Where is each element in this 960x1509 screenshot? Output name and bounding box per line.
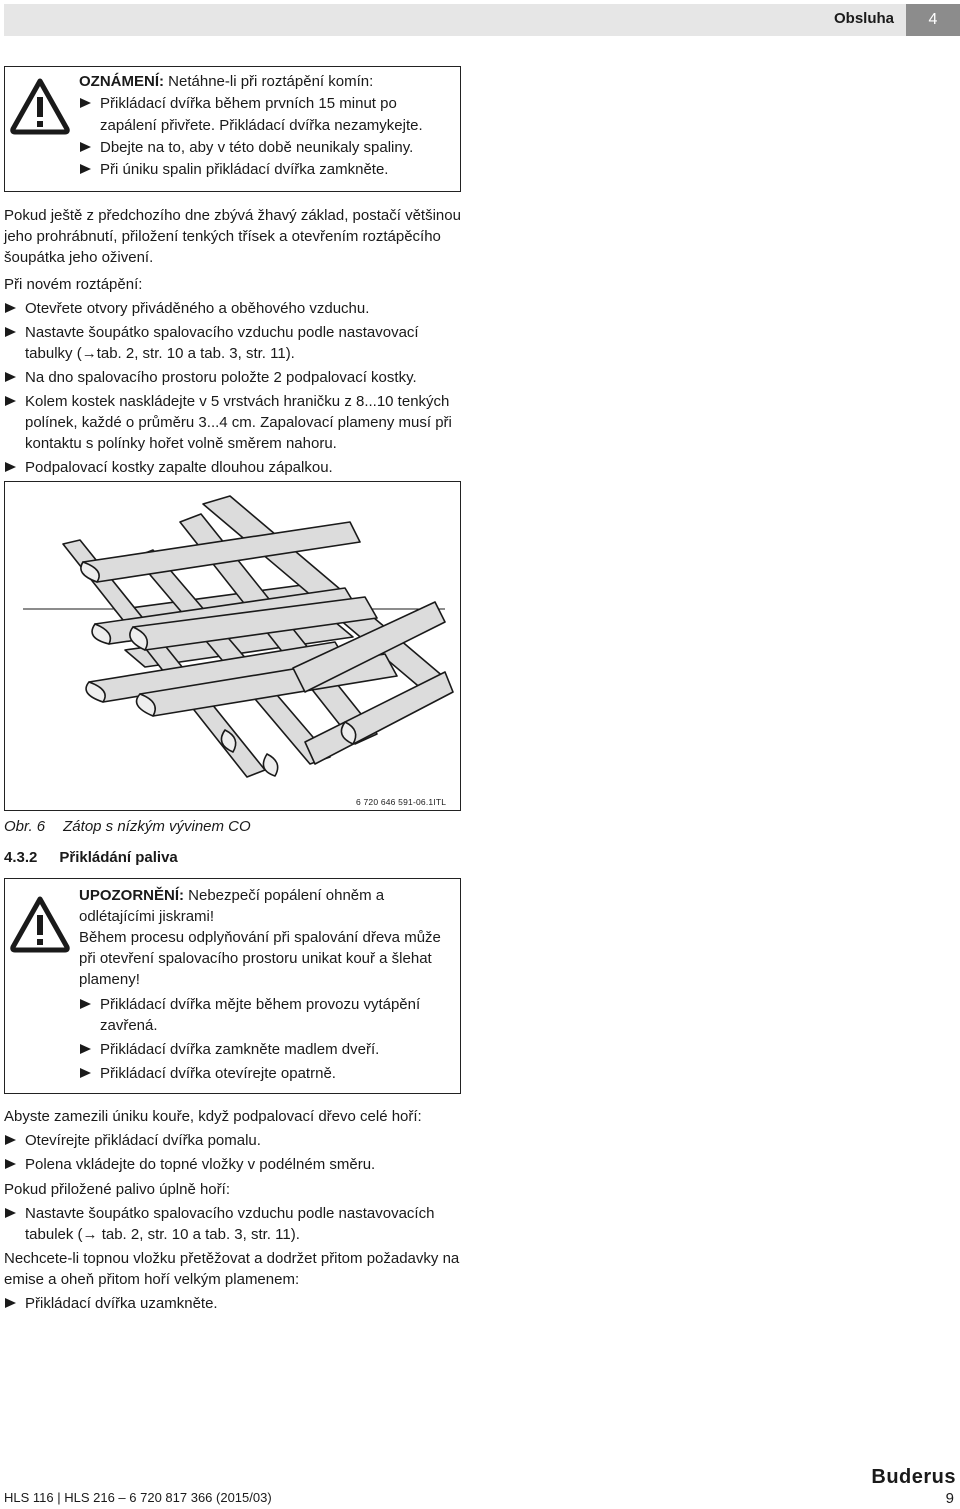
notice-title-rest: Netáhne-li při roztápění komín:	[164, 73, 374, 90]
new-fire-block: Při novém roztápění: Otevřete otvory při…	[4, 274, 464, 478]
section-title: Přikládání paliva	[59, 849, 178, 866]
brand-logo: Buderus	[871, 1466, 956, 1488]
list-item: Přikládací dvířka otevírejte opatrně.	[79, 1063, 452, 1084]
burning-block: Pokud přiložené palivo úplně hoří: Nasta…	[4, 1179, 464, 1245]
caution-body: Během procesu odplyňování při spalování …	[79, 929, 441, 988]
new-fire-list: Otevřete otvory přiváděného a oběhového …	[4, 298, 464, 478]
list-item: Nastavte šoupátko spalovacího vzduchu po…	[4, 1203, 464, 1245]
list-item: Kolem kostek naskládejte v 5 vrstvách hr…	[4, 391, 464, 454]
section-heading: 4.3.2 Přikládání paliva	[4, 849, 178, 866]
wood-stack-illustration	[23, 495, 454, 778]
list-item: Při úniku spalin přikládací dvířka zamkn…	[79, 159, 452, 181]
list-item: Nastavte šoupátko spalovacího vzduchu po…	[4, 322, 464, 364]
list-item: Otevřete otvory přiváděného a oběhového …	[4, 298, 464, 319]
notice-list: Přikládací dvířka během prvních 15 minut…	[79, 93, 452, 181]
list-item: Podpalovací kostky zapalte dlouhou zápal…	[4, 457, 464, 478]
overload-label: Nechcete-li topnou vložku přetěžovat a d…	[4, 1250, 460, 1288]
warning-triangle-icon	[10, 896, 70, 953]
notice-box: OZNÁMENÍ: Netáhne-li při roztápění komín…	[4, 66, 461, 192]
list-item: Na dno spalovacího prostoru položte 2 po…	[4, 367, 464, 388]
list-item: Dbejte na to, aby v této době neunikaly …	[79, 137, 452, 159]
notice-heading: OZNÁMENÍ: Netáhne-li při roztápění komín…	[79, 71, 452, 93]
smoke-label: Abyste zamezili úniku kouře, když podpal…	[4, 1108, 422, 1125]
figure-caption-number: Obr. 6	[4, 818, 46, 835]
list-item: Otevírejte přikládací dvířka pomalu.	[4, 1130, 484, 1151]
section-number: 4.3.2	[4, 849, 38, 866]
caution-heading: UPOZORNĚNÍ: Nebezpečí popálení ohněm a o…	[79, 885, 452, 927]
header-section-title: Obsluha	[833, 10, 894, 27]
list-item: Přikládací dvířka uzamkněte.	[4, 1293, 464, 1314]
footer-document-reference: HLS 116 | HLS 216 – 6 720 817 366 (2015/…	[4, 1490, 272, 1505]
notice-title: OZNÁMENÍ:	[79, 73, 164, 90]
caution-box: UPOZORNĚNÍ: Nebezpečí popálení ohněm a o…	[4, 878, 461, 1094]
footer-page-number: 9	[945, 1490, 954, 1507]
header-bar	[4, 4, 960, 36]
intro-paragraph-block: Pokud ještě z předchozího dne zbývá žhav…	[4, 205, 464, 268]
overload-list: Přikládací dvířka uzamkněte.	[4, 1293, 464, 1314]
overload-block: Nechcete-li topnou vložku přetěžovat a d…	[4, 1248, 464, 1314]
smoke-list: Otevírejte přikládací dvířka pomalu. Pol…	[4, 1130, 484, 1175]
warning-triangle-icon	[10, 78, 70, 135]
caution-title: UPOZORNĚNÍ:	[79, 887, 184, 904]
burning-label: Pokud přiložené palivo úplně hoří:	[4, 1181, 230, 1198]
header-chapter-number: 4	[906, 4, 960, 36]
list-item: Přikládací dvířka mějte během provozu vy…	[79, 994, 452, 1036]
list-item: Polena vkládejte do topné vložky v podél…	[4, 1154, 484, 1175]
caution-title-rest: Nebezpečí popálení ohněm a odlétajícími …	[79, 887, 385, 925]
caution-list: Přikládací dvířka mějte během provozu vy…	[79, 994, 452, 1084]
list-item: Přikládací dvířka během prvních 15 minut…	[79, 93, 452, 137]
intro-paragraph: Pokud ještě z předchozího dne zbývá žhav…	[4, 207, 461, 266]
figure-frame	[4, 481, 461, 811]
smoke-block: Abyste zamezili úniku kouře, když podpal…	[4, 1106, 484, 1175]
list-item: Přikládací dvířka zamkněte madlem dveří.	[79, 1039, 452, 1060]
burning-list: Nastavte šoupátko spalovacího vzduchu po…	[4, 1203, 464, 1245]
new-fire-label: Při novém roztápění:	[4, 276, 143, 293]
figure-caption: Obr. 6 Zátop s nízkým vývinem CO	[4, 818, 251, 835]
figure-caption-text: Zátop s nízkým vývinem CO	[63, 818, 251, 835]
figure-code: 6 720 646 591-06.1ITL	[356, 797, 447, 807]
